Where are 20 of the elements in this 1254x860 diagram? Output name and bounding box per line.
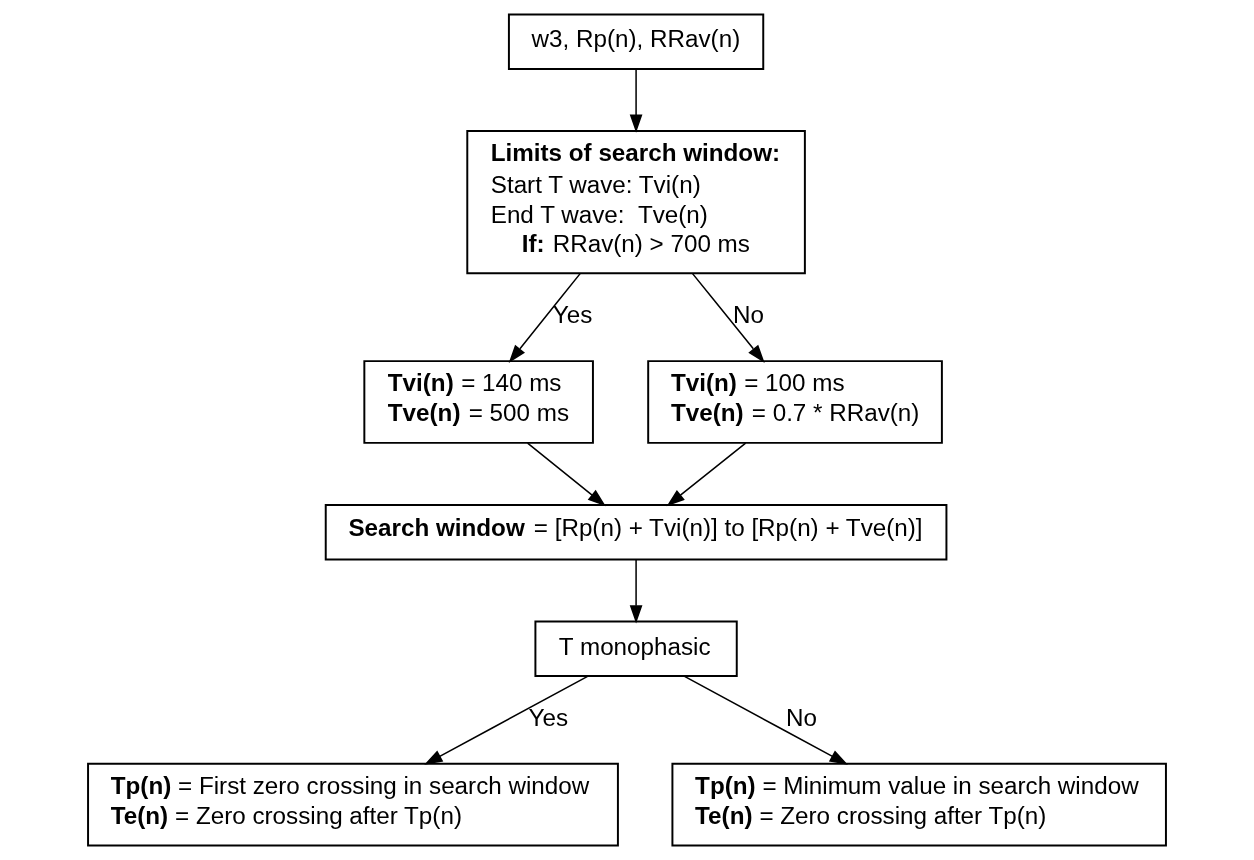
node-box: w3, Rp(n), RRav(n) [507, 13, 765, 70]
arrow [683, 675, 848, 765]
edge-label: No [732, 300, 764, 328]
edge-label: No [785, 703, 817, 731]
edge-label: Yes [528, 703, 569, 731]
node-box: Tp(n) = Minimum value in search window Te(n) = Zero crossing after Tp(n) [671, 762, 1167, 847]
node-box: Search window = [Rp(n) + Tvi(n)] to [Rp(n) + Tve(n)] [324, 503, 948, 561]
node-box: Tvi(n) = 100 ms Tve(n) = 0.7 * RRav(n) [647, 360, 943, 444]
arrow [666, 442, 747, 507]
arrow [526, 442, 606, 507]
node-box: Tp(n) = First zero crossing in search window Te(n) = Zero crossing after Tp(n) [87, 762, 619, 847]
arrow [629, 558, 643, 624]
arrow [691, 272, 765, 363]
node-box: Limits of search window: Start T wave: Tvi(n) End T wave: Tve(n) If: RRav(n) > 700 ms [466, 130, 806, 275]
arrow [424, 675, 589, 765]
arrow [629, 68, 643, 133]
arrow [508, 272, 581, 363]
edge-label: Yes [552, 300, 593, 328]
node-box: Tvi(n) = 140 ms Tve(n) = 500 ms [363, 360, 594, 444]
node-box: T monophasic [534, 620, 738, 677]
